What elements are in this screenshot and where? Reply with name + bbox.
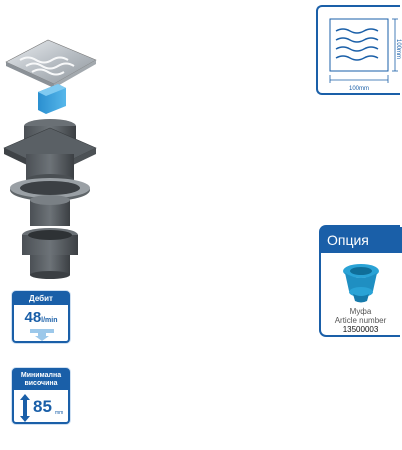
- flow-badge-title: Дебит: [14, 293, 68, 305]
- height-arrow-icon: [20, 394, 30, 422]
- minimum-height-badge: Минимална височина 85 mm: [12, 368, 70, 424]
- dimension-width-label: 100mm: [349, 86, 369, 92]
- option-article-label: Article number: [334, 316, 387, 325]
- option-product-name: Муфа: [349, 307, 372, 316]
- drain-illustration: [3, 39, 97, 279]
- coupling-sleeve-icon: [343, 264, 379, 303]
- height-badge-title: Минимална височина: [14, 370, 68, 390]
- option-article-number: 13500003: [342, 325, 379, 334]
- flow-number: 48: [24, 309, 42, 326]
- dimension-height-label: 100mm: [395, 39, 401, 59]
- height-number: 85: [33, 397, 52, 416]
- dimension-drawing: 100mm 100mm: [316, 5, 401, 95]
- option-card: Опция Муфа Article number 13500003: [319, 225, 402, 337]
- flow-rate-badge: Дебит 48l/min: [12, 291, 70, 343]
- flow-arrow-icon: [30, 329, 54, 341]
- wave-grate-icon: 100mm 100mm: [329, 18, 401, 92]
- option-header: Опция: [321, 227, 402, 253]
- flow-unit: l/min: [41, 317, 58, 324]
- grate-plate: [5, 39, 97, 85]
- flow-value: 48l/min: [14, 309, 68, 327]
- height-badge-title-line2: височина: [24, 380, 58, 387]
- height-unit: mm: [55, 410, 64, 416]
- height-badge-title-line1: Минимална: [20, 372, 62, 379]
